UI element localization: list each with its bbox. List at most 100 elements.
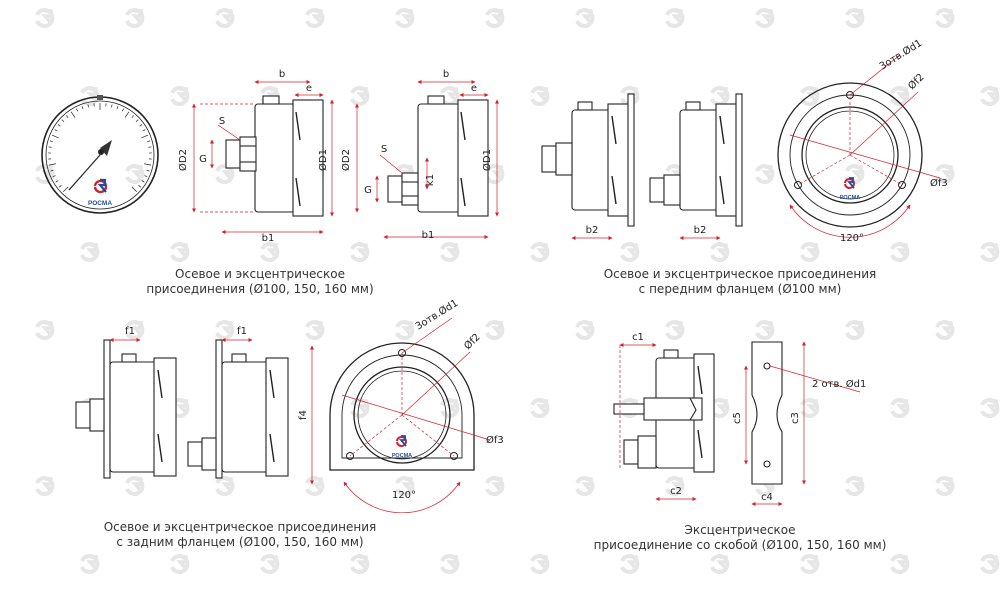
watermark-logo: [125, 476, 145, 496]
dial-tick: [144, 175, 148, 178]
watermark-logo: [845, 320, 865, 340]
dial-tick: [121, 108, 124, 112]
watermark-logo: [710, 86, 730, 106]
dial-tick: [58, 185, 62, 188]
rear-flange-eccentric: [187, 339, 289, 479]
gauge-side-view-eccentric: [387, 95, 489, 217]
svg-text:3отв.Ød1: 3отв.Ød1: [413, 297, 460, 333]
dial-tick: [138, 185, 142, 188]
svg-text:b: b: [443, 69, 449, 80]
svg-text:c2: c2: [670, 486, 682, 497]
dial-tick: [87, 104, 89, 108]
watermark-logo: [575, 8, 595, 29]
dial-tick: [131, 186, 138, 193]
watermark-logo: [800, 242, 820, 262]
svg-text:ØD1: ØD1: [317, 149, 329, 171]
watermark-logo: [35, 8, 55, 29]
watermark-logo: [215, 476, 235, 496]
gauge-front-view: РОСМА: [41, 95, 159, 214]
watermark-logo: [125, 8, 145, 29]
svg-text:ØD1: ØD1: [481, 149, 493, 171]
watermark-logo: [890, 398, 910, 418]
dial-tick: [49, 140, 53, 143]
dimensions-drawing-1: b e b1 S G ØD2 ØD1: [177, 69, 335, 244]
dial-tick: [146, 169, 150, 172]
watermark-logo: [530, 242, 550, 262]
watermark-logo: [620, 554, 640, 574]
watermark-logo: [845, 476, 865, 496]
svg-text:b1: b1: [262, 233, 275, 244]
dial-tick: [54, 129, 58, 132]
rosma-logo: РОСМА: [88, 178, 112, 207]
watermark-logo: [485, 476, 505, 496]
dial-tick: [76, 108, 79, 112]
svg-text:S: S: [381, 144, 387, 155]
svg-text:c1: c1: [632, 332, 644, 343]
watermark-logo: [575, 476, 595, 496]
watermark-logo: [215, 8, 235, 29]
watermark-logo: [665, 8, 685, 29]
watermark-logo: [530, 554, 550, 574]
watermark-logo: [890, 242, 910, 262]
dial-tick: [144, 163, 152, 166]
svg-text:S: S: [219, 116, 225, 127]
dimensions-drawing-3: f1 f1 f4: [109, 326, 315, 485]
watermark-logo: [980, 86, 1000, 106]
svg-text:120°: 120°: [840, 233, 864, 244]
dial-tick: [61, 119, 65, 122]
svg-text:e: e: [306, 83, 312, 94]
watermark-logo: [980, 242, 1000, 262]
watermark-logo: [80, 242, 100, 262]
dial-tick: [52, 175, 56, 178]
watermark-logo: [35, 320, 55, 340]
watermark-logo: [305, 8, 325, 29]
gauge-side-view-axial: [225, 95, 324, 217]
watermark-logo: [80, 554, 100, 574]
rear-flange-axial: [75, 339, 177, 479]
svg-text:k1: k1: [425, 174, 436, 186]
watermark-logo: [530, 86, 550, 106]
svg-text:G: G: [199, 154, 207, 165]
watermark-logo: [440, 554, 460, 574]
svg-text:2 отв. Ød1: 2 отв. Ød1: [812, 378, 866, 390]
dimensions-drawing-2: b2 b2: [571, 225, 721, 241]
svg-text:Øf2: Øf2: [906, 71, 927, 92]
watermark-logo: [935, 8, 955, 29]
watermark-logo: [350, 86, 370, 106]
dial-tick: [70, 111, 76, 118]
dial-tick: [131, 115, 135, 118]
watermark-logo: [215, 320, 235, 340]
rear-flange-face: РОСМА 3отв.Ød1 Øf2 Øf3 120°: [329, 297, 504, 514]
watermark-logo: [125, 164, 145, 184]
watermark-logo: [305, 320, 325, 340]
watermark-logo: [485, 320, 505, 340]
svg-text:b: b: [279, 69, 285, 80]
watermark-logo: [260, 554, 280, 574]
front-flange-face: РОСМА 3отв.Ød1 Øf2 Øf3 120°: [777, 37, 948, 244]
watermark-logo: [395, 320, 415, 340]
svg-text:b2: b2: [694, 225, 707, 236]
svg-text:Øf3: Øf3: [486, 434, 504, 446]
watermark-logo: [350, 554, 370, 574]
watermark-logo: [845, 8, 865, 29]
watermark-logo: [440, 242, 460, 262]
watermark-logo: [395, 8, 415, 29]
svg-text:Øf3: Øf3: [930, 177, 948, 189]
svg-text:f4: f4: [298, 410, 309, 420]
svg-text:3отв.Ød1: 3отв.Ød1: [877, 37, 924, 73]
svg-text:f1: f1: [125, 326, 135, 337]
watermark-logo: [170, 86, 190, 106]
dial-tick: [65, 115, 69, 118]
watermark-logo: [170, 554, 190, 574]
svg-text:ØD2: ØD2: [177, 149, 189, 171]
bracket-side-view: [613, 349, 715, 473]
svg-text:ØD2: ØD2: [340, 149, 352, 171]
front-flange-eccentric: [649, 93, 743, 227]
svg-text:e: e: [471, 83, 477, 94]
dial-tick: [124, 111, 130, 118]
watermark-logo: [800, 554, 820, 574]
watermark-logo: [620, 242, 640, 262]
svg-text:b2: b2: [586, 225, 599, 236]
